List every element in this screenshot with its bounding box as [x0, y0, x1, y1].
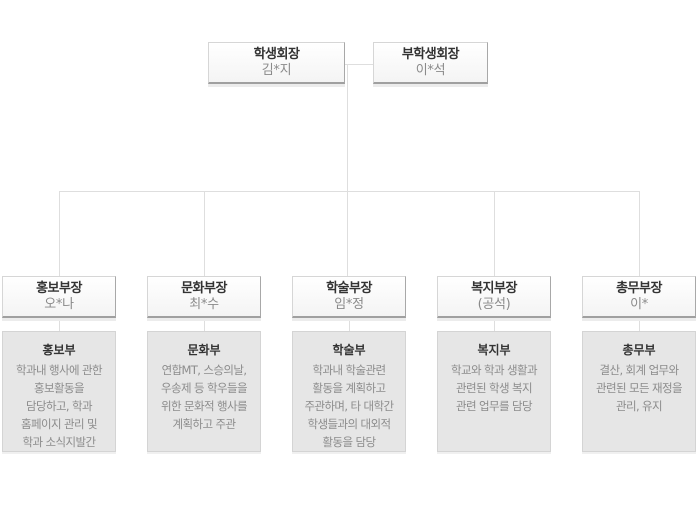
dept-name: 총무부	[622, 343, 656, 357]
dept-desc-box-culture: 문화부 연합MT, 스승의날, 우송제 등 학우들을 위한 문화적 행사를 계획…	[147, 331, 261, 452]
description-line: 홈페이지 관리 및	[21, 417, 98, 431]
dept-head-box-academic: 학술부장 임*정	[292, 276, 406, 318]
vice-president-box: 부학생회장 이*석	[373, 42, 488, 84]
dept-head-title: 복지부장	[471, 281, 517, 296]
president-box: 학생회장 김*지	[208, 42, 345, 84]
connector-desc-2	[204, 318, 205, 331]
connector-branch-2	[204, 191, 205, 276]
dept-head-title: 학술부장	[326, 281, 372, 296]
description-line: 담당하고, 학과	[26, 399, 93, 413]
dept-head-box-culture: 문화부장 최*수	[147, 276, 261, 318]
dept-desc-box-general-affairs: 총무부 결산, 회계 업무와 관련된 모든 재정을 관리, 유지	[582, 331, 696, 452]
connector-desc-3	[349, 318, 350, 331]
connector-top-horizontal	[344, 64, 374, 65]
connector-branch-5	[639, 191, 640, 276]
description-line: 학과내 행사에 관한	[16, 363, 103, 377]
dept-head-name: 최*수	[189, 297, 219, 312]
connector-desc-4	[494, 318, 495, 331]
dept-description: 학교와 학과 생활과 관련된 학생 복지 관련 업무를 담당	[438, 361, 550, 415]
dept-description: 학과내 학술관련 활동을 계획하고 주관하며, 타 대학간 학생들과의 대외적 …	[293, 361, 405, 451]
president-name: 김*지	[261, 63, 292, 78]
description-line: 관리, 유지	[615, 399, 663, 413]
dept-desc-box-welfare: 복지부 학교와 학과 생활과 관련된 학생 복지 관련 업무를 담당	[437, 331, 551, 452]
connector-branch-1	[59, 191, 60, 276]
description-line: 활동을 담당	[322, 435, 377, 449]
description-line: 홍보활동을	[34, 381, 85, 395]
dept-description: 학과내 행사에 관한 홍보활동을 담당하고, 학과 홈페이지 관리 및 학과 소…	[3, 361, 115, 451]
description-line: 계획하고 주관	[172, 417, 237, 431]
dept-desc-box-pr: 홍보부 학과내 행사에 관한 홍보활동을 담당하고, 학과 홈페이지 관리 및 …	[2, 331, 116, 452]
dept-head-title: 문화부장	[181, 281, 227, 296]
connector-desc-1	[59, 318, 60, 331]
connector-branch-4	[494, 191, 495, 276]
dept-description: 결산, 회계 업무와 관련된 모든 재정을 관리, 유지	[583, 361, 695, 415]
description-line: 학교와 학과 생활과	[451, 363, 538, 377]
description-line: 학생들과의 대외적	[307, 417, 392, 431]
dept-name: 복지부	[477, 343, 511, 357]
dept-description: 연합MT, 스승의날, 우송제 등 학우들을 위한 문화적 행사를 계획하고 주…	[148, 361, 260, 433]
president-title: 학생회장	[253, 47, 300, 62]
description-line: 관련 업무를 담당	[456, 399, 533, 413]
description-line: 연합MT, 스승의날,	[161, 363, 247, 377]
dept-head-title: 총무부장	[616, 281, 662, 296]
connector-trunk-vertical	[347, 64, 348, 191]
dept-name: 학술부	[332, 343, 366, 357]
description-line: 학과 소식지발간	[22, 435, 97, 449]
dept-name: 홍보부	[42, 343, 76, 357]
connector-desc-5	[639, 318, 640, 331]
vice-president-title: 부학생회장	[401, 47, 460, 62]
connector-branch-horizontal	[59, 191, 640, 192]
dept-name: 문화부	[187, 343, 221, 357]
description-line: 주관하며, 타 대학간	[304, 399, 394, 413]
dept-head-box-pr: 홍보부장 오*나	[2, 276, 116, 318]
description-line: 관련된 학생 복지	[456, 381, 533, 395]
dept-head-box-welfare: 복지부장 (공석)	[437, 276, 551, 318]
description-line: 우송제 등 학우들을	[161, 381, 248, 395]
dept-head-name: (공석)	[477, 297, 511, 312]
dept-head-name: 오*나	[44, 297, 74, 312]
description-line: 학과내 학술관련	[312, 363, 387, 377]
dept-desc-box-academic: 학술부 학과내 학술관련 활동을 계획하고 주관하며, 타 대학간 학생들과의 …	[292, 331, 406, 452]
description-line: 관련된 모든 재정을	[596, 381, 683, 395]
description-line: 위한 문화적 행사를	[161, 399, 248, 413]
dept-head-box-general-affairs: 총무부장 이*	[582, 276, 696, 318]
description-line: 결산, 회계 업무와	[599, 363, 679, 377]
description-line: 활동을 계획하고	[312, 381, 387, 395]
dept-head-name: 임*정	[334, 297, 364, 312]
dept-head-title: 홍보부장	[36, 281, 82, 296]
dept-head-name: 이*	[630, 297, 648, 312]
connector-branch-3	[347, 191, 348, 276]
vice-president-name: 이*석	[415, 63, 446, 78]
